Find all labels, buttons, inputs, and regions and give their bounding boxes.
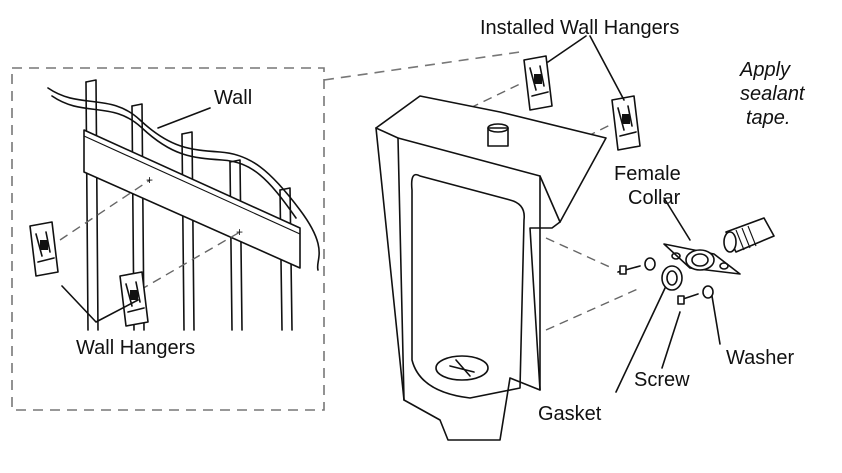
diagram-labels: Installed Wall Hangers Apply sealant tap…: [76, 17, 806, 425]
wall-hanger-icon: [119, 271, 149, 327]
label-wall: Wall: [214, 87, 252, 109]
label-apply-line2: sealant: [740, 83, 806, 105]
wall-framing: + +: [47, 79, 320, 331]
label-wall-hangers: Wall Hangers: [76, 337, 195, 359]
label-screw: Screw: [634, 369, 690, 391]
svg-text:+: +: [146, 173, 153, 187]
leader-lines: [61, 35, 721, 393]
urinal-icon: [375, 95, 641, 441]
label-apply-line3: tape.: [746, 107, 790, 129]
gasket-icon: [661, 265, 683, 291]
label-female-line2: Collar: [628, 187, 681, 209]
label-installed-wall-hangers: Installed Wall Hangers: [480, 17, 679, 39]
female-collar-icon: [663, 243, 741, 275]
label-female-line1: Female: [614, 163, 681, 185]
screw-icon: [617, 265, 699, 305]
sealant-pipe-icon: [723, 217, 775, 253]
wall-hanger-icon: [29, 221, 59, 277]
wall-hanger-icon: [611, 95, 641, 151]
label-gasket: Gasket: [538, 403, 602, 425]
label-washer: Washer: [726, 347, 795, 369]
wall-hanger-icon: [523, 55, 553, 111]
washer-icon: [644, 257, 714, 299]
label-apply-line1: Apply: [739, 59, 791, 81]
wall-detail-inset: [11, 51, 521, 411]
svg-text:+: +: [236, 225, 243, 239]
